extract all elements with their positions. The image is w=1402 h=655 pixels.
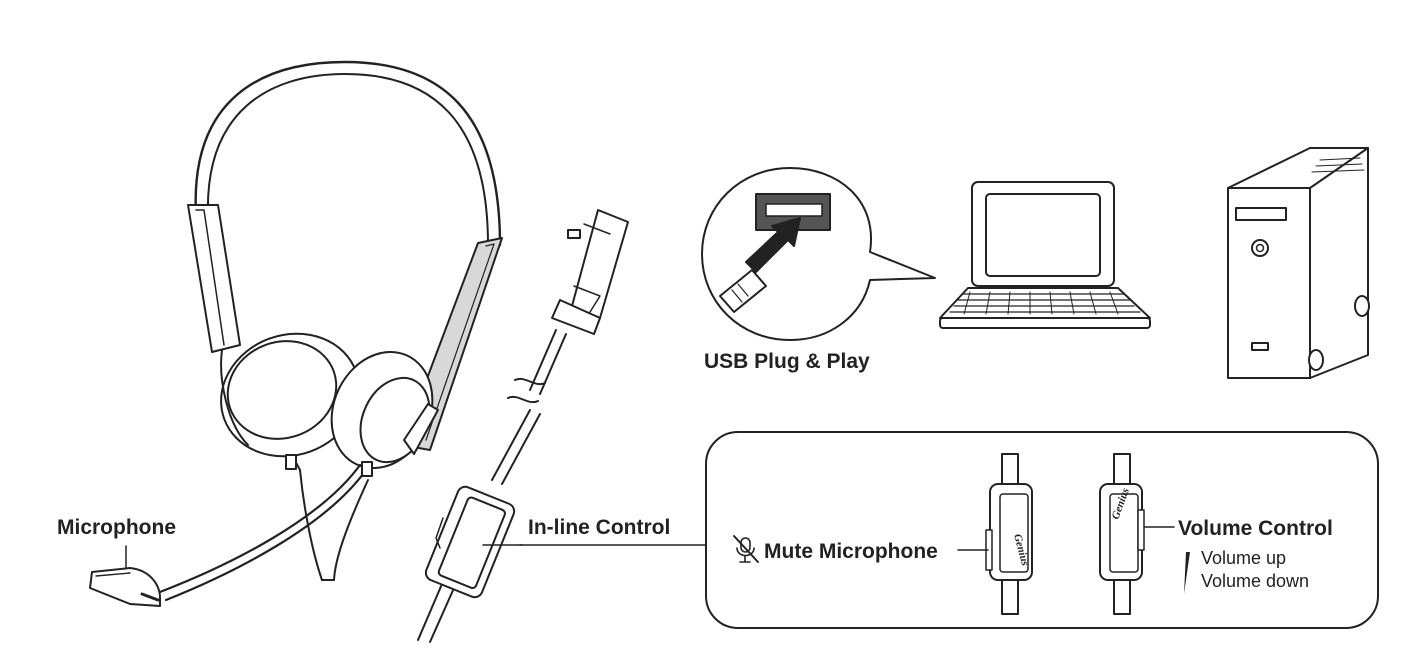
usb-plug-play-label: USB Plug & Play	[704, 350, 870, 373]
inline-control-label: In-line Control	[528, 516, 671, 539]
volume-down-label: Volume down	[1201, 571, 1310, 591]
desktop-tower-icon	[1227, 147, 1370, 379]
microphone-label: Microphone	[57, 516, 176, 539]
headset-icon	[89, 60, 503, 607]
inline-remote-icon	[424, 485, 516, 599]
control-panel-frame	[705, 431, 1379, 629]
usb-plug-icon	[701, 167, 936, 341]
remote-front-icon	[985, 453, 1033, 615]
remote-side-icon	[1099, 453, 1145, 615]
volume-wedge-icon	[1184, 552, 1190, 594]
volume-up-label: Volume up	[1201, 548, 1287, 568]
mute-microphone-label: Mute Microphone	[764, 540, 938, 563]
laptop-icon	[939, 181, 1151, 329]
volume-control-label: Volume Control	[1178, 517, 1333, 540]
mic-muted-icon	[733, 535, 759, 563]
usb-cable-icon	[417, 209, 629, 643]
